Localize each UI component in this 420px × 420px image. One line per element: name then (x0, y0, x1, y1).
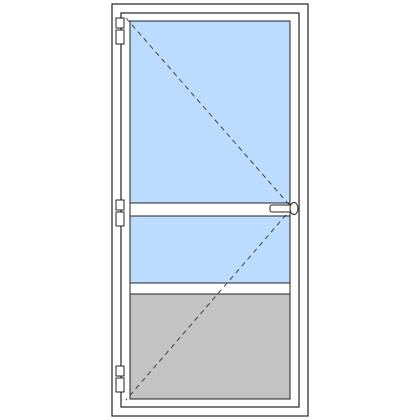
middle-glazing-panel (129, 215, 291, 284)
divider-bar (129, 282, 291, 295)
door-handle (269, 202, 299, 215)
hinge-bottom (115, 365, 125, 393)
upper-glazing-panel (129, 20, 291, 204)
opening-line-lower (125, 207, 293, 401)
hinge-middle (115, 199, 125, 227)
opening-line-upper (125, 17, 293, 209)
hinge-top (115, 17, 125, 45)
transom-bar (129, 202, 291, 217)
bottom-panel (129, 293, 291, 400)
